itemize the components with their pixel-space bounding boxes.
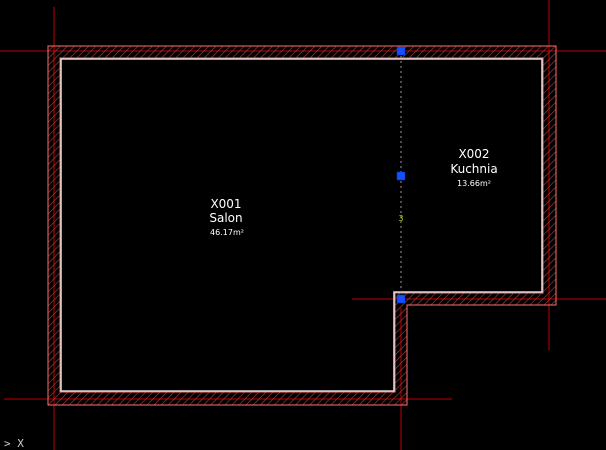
room-area: 13.66m² bbox=[457, 179, 491, 188]
grip-bottom[interactable] bbox=[396, 294, 406, 304]
wall-hatch bbox=[48, 46, 556, 405]
room-label-x001[interactable]: X001 Salon 46.17m² bbox=[209, 197, 244, 237]
wall-outer-outline[interactable] bbox=[47, 45, 557, 406]
wall-outlines[interactable] bbox=[47, 45, 557, 406]
room-boundary[interactable] bbox=[60, 58, 543, 392]
selection-grips[interactable] bbox=[396, 46, 406, 304]
grip-middle[interactable] bbox=[396, 171, 406, 181]
command-prompt[interactable]: > X bbox=[4, 437, 24, 450]
room-label-x002[interactable]: X002 Kuchnia 13.66m² bbox=[450, 147, 497, 188]
room-code: X002 bbox=[458, 147, 489, 161]
room-area: 46.17m² bbox=[210, 228, 244, 237]
wall-inner-outline[interactable] bbox=[59, 57, 544, 393]
room-name: Kuchnia bbox=[450, 162, 497, 176]
room-code: X001 bbox=[210, 197, 241, 211]
room-name: Salon bbox=[209, 211, 242, 225]
grip-top[interactable] bbox=[396, 46, 406, 56]
separator-tag: 3 bbox=[399, 214, 404, 223]
